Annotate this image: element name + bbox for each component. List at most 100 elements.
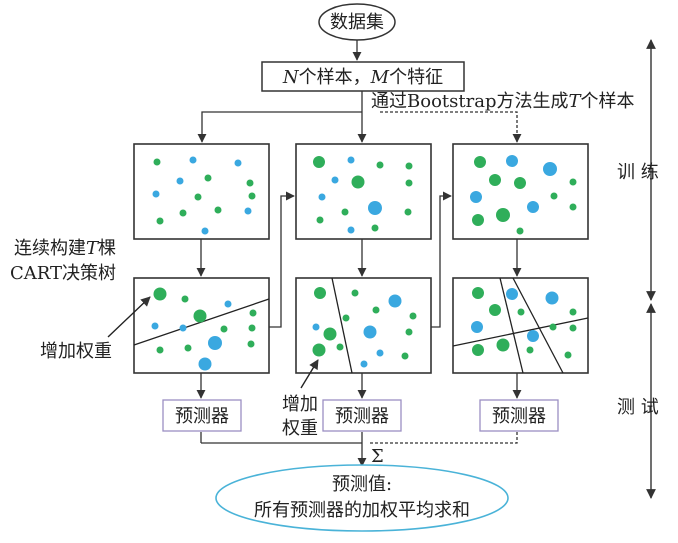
green-sample-dot: [496, 338, 510, 352]
green-sample-dot: [323, 327, 337, 341]
green-sample-dot: [569, 203, 577, 211]
green-sample-dot: [526, 346, 534, 354]
blue-sample-dot: [545, 291, 559, 305]
build-trees-label-1: 连续构建T棵: [14, 238, 116, 259]
green-sample-dot: [472, 214, 484, 226]
green-sample-dot: [246, 179, 254, 187]
blue-sample-dot: [312, 323, 320, 331]
bootstrap-label: 通过Bootstrap方法生成T个样本: [371, 91, 634, 112]
blue-sample-dot: [152, 190, 160, 198]
predictor-1: 预测器: [162, 399, 242, 432]
train-phase-label: 训 练: [617, 162, 659, 183]
samples-box: [261, 61, 465, 92]
blue-sample-dot: [471, 321, 483, 333]
flow-arrows: [196, 191, 522, 467]
green-sample-dot: [472, 344, 484, 356]
test-phase-label: 测 试: [617, 397, 659, 418]
green-sample-dot: [194, 193, 202, 201]
predictor-2-label: 预测器: [335, 406, 389, 427]
green-sample-dot: [549, 323, 557, 331]
green-sample-dot: [341, 208, 349, 216]
green-sample-dot: [401, 352, 409, 360]
green-sample-dot: [336, 343, 344, 351]
sample-dots: [151, 155, 577, 371]
blue-sample-dot: [388, 294, 402, 308]
train-sample-box-3: [452, 143, 589, 240]
blue-sample-dot: [318, 193, 326, 201]
blue-sample-dot: [506, 155, 518, 167]
result-label-2: 所有预测器的加权平均求和: [254, 500, 470, 521]
blue-sample-dot: [506, 288, 518, 300]
green-sample-dot: [569, 308, 577, 316]
top-connectors: [197, 40, 522, 143]
dataset-label: 数据集: [330, 12, 384, 33]
green-sample-dot: [342, 314, 350, 322]
blue-sample-dot: [198, 357, 212, 371]
blue-sample-dot: [347, 156, 355, 164]
green-sample-dot: [516, 227, 524, 235]
green-sample-dot: [247, 340, 255, 348]
result-node: [215, 464, 509, 532]
green-sample-dot: [156, 346, 164, 354]
green-sample-dot: [409, 312, 417, 320]
blue-sample-dot: [151, 322, 159, 330]
predictor-2: 预测器: [322, 399, 402, 432]
green-sample-dot: [474, 156, 486, 168]
blue-sample-dot: [208, 336, 222, 350]
green-sample-dot: [153, 158, 161, 166]
green-sample-dot: [550, 192, 558, 200]
blue-sample-dot: [368, 201, 382, 215]
green-sample-dot: [248, 324, 256, 332]
green-sample-dot: [351, 289, 359, 297]
green-sample-dot: [214, 206, 222, 214]
add-weight-label-mid-2: 权重: [282, 418, 318, 439]
add-weight-label-left: 增加权重: [40, 341, 112, 362]
blue-sample-dot: [527, 201, 539, 213]
green-sample-dot: [472, 287, 484, 299]
green-sample-dot: [489, 304, 501, 316]
green-sample-dot: [517, 308, 525, 316]
sigma-symbol: Σ: [371, 446, 384, 467]
blue-sample-dot: [201, 227, 209, 235]
blue-sample-dot: [543, 162, 557, 176]
samples-label: N个样本，M个特征: [282, 67, 443, 88]
green-sample-dot: [249, 309, 257, 317]
blue-sample-dot: [224, 300, 232, 308]
green-sample-dot: [405, 328, 413, 336]
green-sample-dot: [569, 324, 577, 332]
blue-sample-dot: [189, 156, 197, 164]
green-sample-dot: [489, 174, 501, 186]
green-sample-dot: [404, 208, 412, 216]
green-sample-dot: [316, 216, 324, 224]
green-sample-dot: [514, 177, 526, 189]
green-sample-dot: [313, 156, 325, 168]
green-sample-dot: [372, 306, 380, 314]
green-sample-dot: [184, 344, 192, 352]
blue-sample-dot: [234, 159, 242, 167]
blue-sample-dot: [179, 324, 187, 332]
blue-sample-dot: [470, 191, 482, 203]
blue-sample-dot: [376, 349, 384, 357]
weight-pointers: [107, 296, 319, 389]
green-sample-dot: [312, 343, 326, 357]
result-label-1: 预测值:: [332, 474, 392, 495]
green-sample-dot: [351, 175, 365, 189]
predictor-1-label: 预测器: [175, 406, 229, 427]
green-sample-dot: [314, 287, 326, 299]
blue-sample-dot: [363, 325, 377, 339]
green-sample-dot: [569, 178, 577, 186]
green-sample-dot: [496, 208, 510, 222]
green-sample-dot: [204, 174, 212, 182]
green-sample-dot: [248, 192, 256, 200]
green-sample-dot: [193, 309, 207, 323]
build-trees-label-2: CART决策树: [10, 263, 116, 284]
blue-sample-dot: [527, 330, 539, 342]
blue-sample-dot: [347, 226, 355, 234]
blue-sample-dot: [176, 177, 184, 185]
green-sample-dot: [371, 224, 379, 232]
green-sample-dot: [181, 295, 189, 303]
predictor-3-label: 预测器: [492, 406, 546, 427]
green-sample-dot: [405, 179, 413, 187]
green-sample-dot: [220, 325, 228, 333]
